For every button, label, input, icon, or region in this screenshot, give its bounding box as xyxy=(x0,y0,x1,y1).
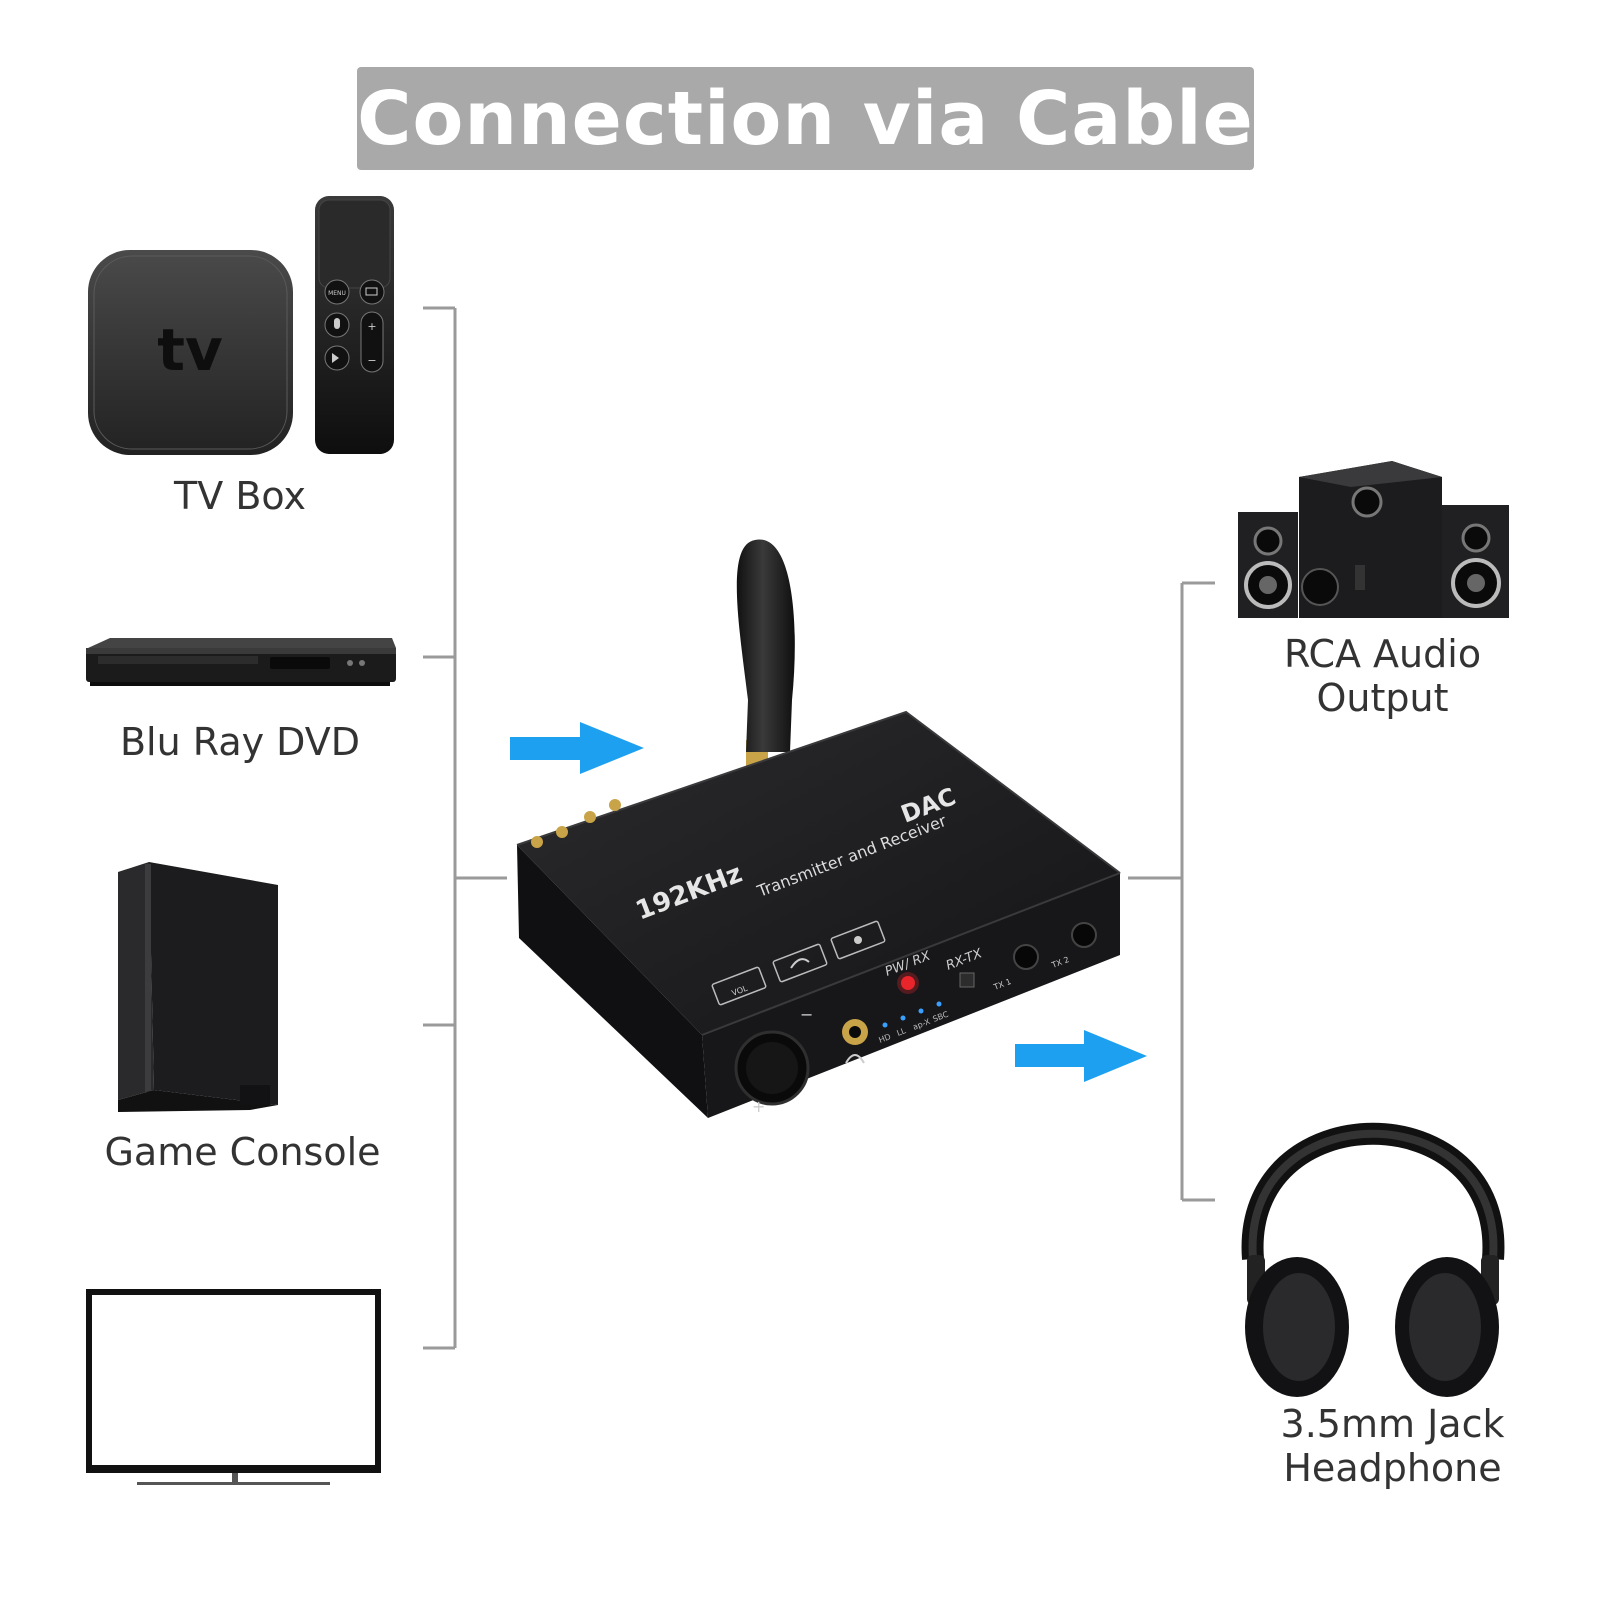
tx2-button xyxy=(1071,922,1097,948)
volume-knob: + − xyxy=(734,1005,813,1116)
source-connector-lines xyxy=(423,306,507,1350)
page-title: Connection via Cable xyxy=(357,75,1254,162)
tx1-button xyxy=(1013,944,1039,970)
game-console-label: Game Console xyxy=(104,1130,381,1174)
remote-menu-label: MENU xyxy=(328,290,346,297)
headphone-label: 3.5mm Jack Headphone xyxy=(1280,1402,1505,1490)
game-console-icon xyxy=(118,862,278,1112)
output-arrow-icon xyxy=(1015,1030,1147,1082)
headphone-jack xyxy=(842,1019,868,1064)
input-arrow-icon xyxy=(510,722,644,774)
codec-ll-label: LL xyxy=(895,1026,907,1038)
blu-ray-dvd-label: Blu Ray DVD xyxy=(119,720,361,764)
dac-device-icon: 192KHz DAC Transmitter and Receiver VOL … xyxy=(516,539,1121,1118)
tv-monitor-icon xyxy=(86,1289,381,1485)
output-connector-lines xyxy=(1128,581,1215,1202)
volume-minus-label: − xyxy=(800,1005,813,1024)
tv-box-label: TV Box xyxy=(174,474,306,518)
tv-box-icon: tv xyxy=(88,250,293,455)
dvd-player-icon xyxy=(86,638,396,686)
remote-minus-label: − xyxy=(367,354,376,367)
remote-control-icon: MENU + − xyxy=(315,196,394,454)
rca-audio-output-label: RCA Audio Output xyxy=(1283,632,1482,720)
remote-plus-label: + xyxy=(367,320,376,333)
volume-plus-label: + xyxy=(752,1097,765,1116)
speakers-icon xyxy=(1238,461,1509,618)
codec-hd-label: HD xyxy=(877,1032,892,1045)
title-banner: Connection via Cable xyxy=(357,67,1254,170)
rx-tx-switch xyxy=(959,972,975,988)
tv-box-logo: tv xyxy=(157,316,223,384)
power-led xyxy=(901,976,915,990)
headphone-icon xyxy=(1241,1122,1505,1397)
